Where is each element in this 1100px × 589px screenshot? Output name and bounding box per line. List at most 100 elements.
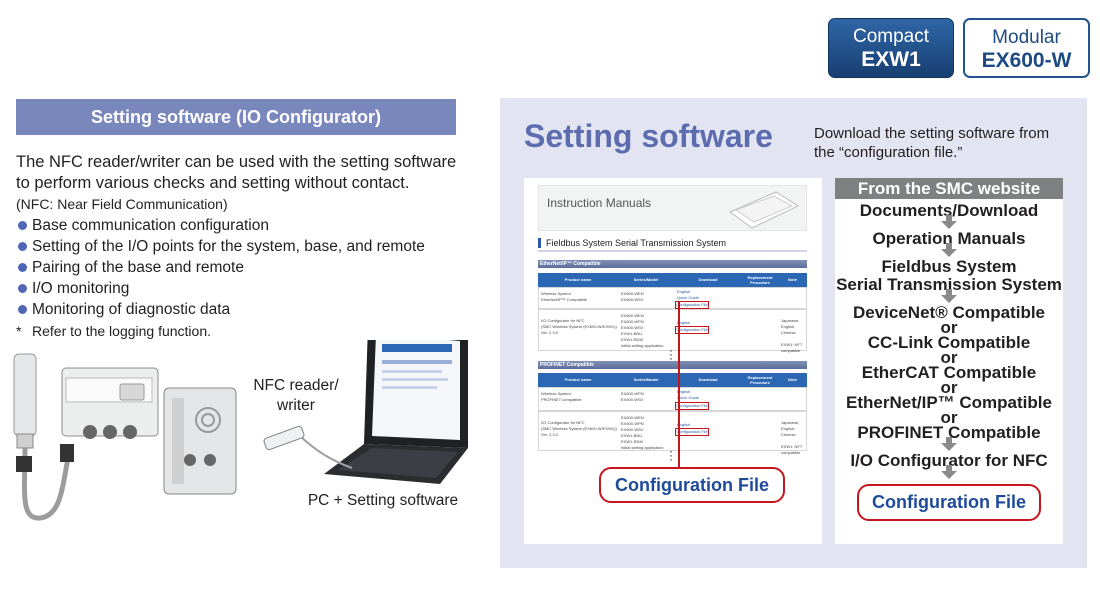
feature-item: I/O monitoring: [18, 278, 425, 299]
pc-software-label: PC + Setting software: [307, 492, 459, 509]
setting-software-title: Setting software: [524, 118, 773, 154]
row-note: Japanese, English, Chinese EXW1: NFT com…: [781, 420, 803, 455]
fieldbus-system-step: Fieldbus System Serial Transmission Syst…: [835, 258, 1063, 294]
devices-drawing: [13, 326, 468, 521]
usb-cable: [299, 435, 353, 469]
footnote-mark: *: [16, 323, 22, 339]
table-row: Wireless System PROFINET compatible EX60…: [538, 387, 807, 411]
desc-line2: the “configuration file.”: [814, 144, 963, 161]
manuals-booklet-icon: [728, 191, 800, 229]
col-product: Product name: [564, 277, 592, 282]
row-model: EX600-WEN EX600-WSV: [621, 291, 644, 302]
documents-download-step: Documents/Download: [859, 201, 1039, 220]
config-file-link[interactable]: Configuration File: [675, 402, 709, 410]
row-product: Wireless System PROFINET compatible: [541, 391, 582, 402]
website-screenshot: Instruction Manuals Fieldbus System Seri…: [524, 178, 822, 544]
row-product: I/O Configurator for NFC (SMC Wireless S…: [541, 420, 617, 437]
ellipsis-dots: ···: [669, 343, 673, 365]
smc-website-flow: From the SMC website Documents/Download …: [835, 178, 1063, 544]
footnote: * Refer to the logging function.: [16, 322, 211, 340]
col-download: Download: [698, 377, 718, 382]
col-replacement: Replacement Procedure: [747, 375, 773, 385]
feature-item: Setting of the I/O points for the system…: [18, 236, 425, 257]
badge-modular-line1: Modular: [992, 27, 1061, 48]
nfc-note: (NFC: Near Field Communication): [16, 196, 228, 212]
feature-item: Monitoring of diagnostic data: [18, 299, 425, 320]
hardware-illustration: NFC reader/ writer PC + Setting software: [0, 326, 490, 580]
row-product: I/O Configurator for NFC (SMC Wireless S…: [541, 318, 617, 335]
or-separator: or: [940, 318, 958, 337]
configuration-file-button[interactable]: Configuration File: [599, 467, 785, 503]
col-model: Series/Model: [633, 377, 659, 382]
fieldbus-line1: Fieldbus System: [881, 257, 1017, 276]
down-arrow-icon: [941, 289, 957, 303]
nfc-label-line2: writer: [277, 397, 315, 414]
intro-text: The NFC reader/writer can be used with t…: [16, 152, 466, 214]
col-replacement: Replacement Procedure: [747, 275, 773, 285]
row-note: Japanese, English, Chinese EXW1: NFT com…: [781, 318, 803, 353]
feature-list: Base communication configuration Setting…: [18, 215, 425, 320]
fieldbus-section-heading: Fieldbus System Serial Transmission Syst…: [538, 236, 807, 252]
feature-item: Pairing of the base and remote: [18, 257, 425, 278]
config-file-link[interactable]: Configuration File: [675, 428, 709, 436]
table-row: I/O Configurator for NFC (SMC Wireless S…: [538, 411, 807, 455]
down-arrow-icon: [941, 243, 957, 257]
row-model: EX600-WEN EX600-WPN EX600-WSV EXW1-BNU E…: [621, 313, 664, 348]
col-download: Download: [698, 277, 718, 282]
io-configurator-step: I/O Configurator for NFC: [850, 451, 1048, 470]
or-separator: or: [940, 408, 958, 427]
intro-line2: to perform various checks and setting wi…: [16, 174, 410, 192]
badge-modular-line2: EX600-W: [981, 49, 1072, 73]
nfc-reader-label: NFC reader/ writer: [246, 376, 346, 416]
config-file-link[interactable]: Configuration File: [675, 301, 709, 309]
cclink-option: CC-Link Compatible: [867, 333, 1031, 352]
desc-line1: Download the setting software from: [814, 125, 1050, 142]
ethernetip-option: EtherNet/IP™ Compatible: [846, 393, 1052, 412]
row-dl-english[interactable]: English: [677, 289, 691, 294]
operation-manuals-step: Operation Manuals: [872, 229, 1026, 248]
row-product: Wireless System EtherNet/IP™ Compatible: [541, 291, 588, 302]
nfc-reader-writer: [263, 425, 305, 451]
right-panel: Setting software Download the setting so…: [500, 98, 1087, 568]
modular-ex600w-badge: Modular EX600-W: [963, 18, 1090, 78]
red-connector-line: [678, 302, 680, 467]
row-model: EX600-WPN EX600-WSV: [621, 391, 644, 402]
cable-connector: [60, 444, 74, 462]
table-header: Product name Series/Model Download Repla…: [538, 373, 807, 387]
row-dl-english[interactable]: English: [677, 422, 691, 427]
badge-compact-line2: EXW1: [861, 48, 921, 72]
download-description: Download the setting software from the “…: [814, 124, 1079, 162]
profinet-option: PROFINET Compatible: [857, 423, 1041, 442]
table-header: Product name Series/Model Download Repla…: [538, 273, 807, 287]
col-note: Note: [788, 377, 797, 382]
row-dl-quickguide[interactable]: Quick Guide: [677, 295, 700, 300]
row-dl-quickguide[interactable]: Quick Guide: [677, 395, 700, 400]
row-dl-english[interactable]: English: [677, 389, 691, 394]
instruction-manuals-title: Instruction Manuals: [547, 196, 652, 210]
badge-compact-line1: Compact: [852, 26, 930, 47]
antenna-device: [13, 353, 37, 437]
footnote-text: Refer to the logging function.: [32, 323, 212, 339]
down-arrow-icon: [941, 465, 957, 479]
compact-exw1-badge: Compact EXW1: [828, 18, 954, 78]
instruction-manuals-header: Instruction Manuals: [538, 185, 807, 231]
down-arrow-icon: [941, 215, 957, 229]
fieldbus-line2: Serial Transmission System: [836, 275, 1062, 294]
setting-software-header: Setting software (IO Configurator): [16, 99, 456, 135]
row-dl-english[interactable]: English: [677, 320, 691, 325]
laptop-pc: [324, 326, 468, 484]
ethernetip-band: EtherNet/IP™ Compatible: [538, 260, 807, 268]
col-note: Note: [788, 277, 797, 282]
nfc-label-line1: NFC reader/: [253, 377, 339, 394]
ellipsis-dots: ···: [669, 444, 673, 466]
intro-line1: The NFC reader/writer can be used with t…: [16, 153, 457, 171]
flow-header: From the SMC website: [835, 178, 1063, 199]
config-file-link[interactable]: Configuration File: [675, 326, 709, 334]
col-model: Series/Model: [633, 277, 659, 282]
row-model: EX600-WEN EX600-WPN EX600-WSV EXW1-BNU E…: [621, 415, 664, 450]
table-row: Wireless System EtherNet/IP™ Compatible …: [538, 287, 807, 309]
profinet-band: PROFINET Compatible: [538, 361, 807, 369]
or-separator: or: [940, 348, 958, 367]
configuration-file-final[interactable]: Configuration File: [857, 484, 1041, 521]
col-product: Product name: [564, 377, 592, 382]
